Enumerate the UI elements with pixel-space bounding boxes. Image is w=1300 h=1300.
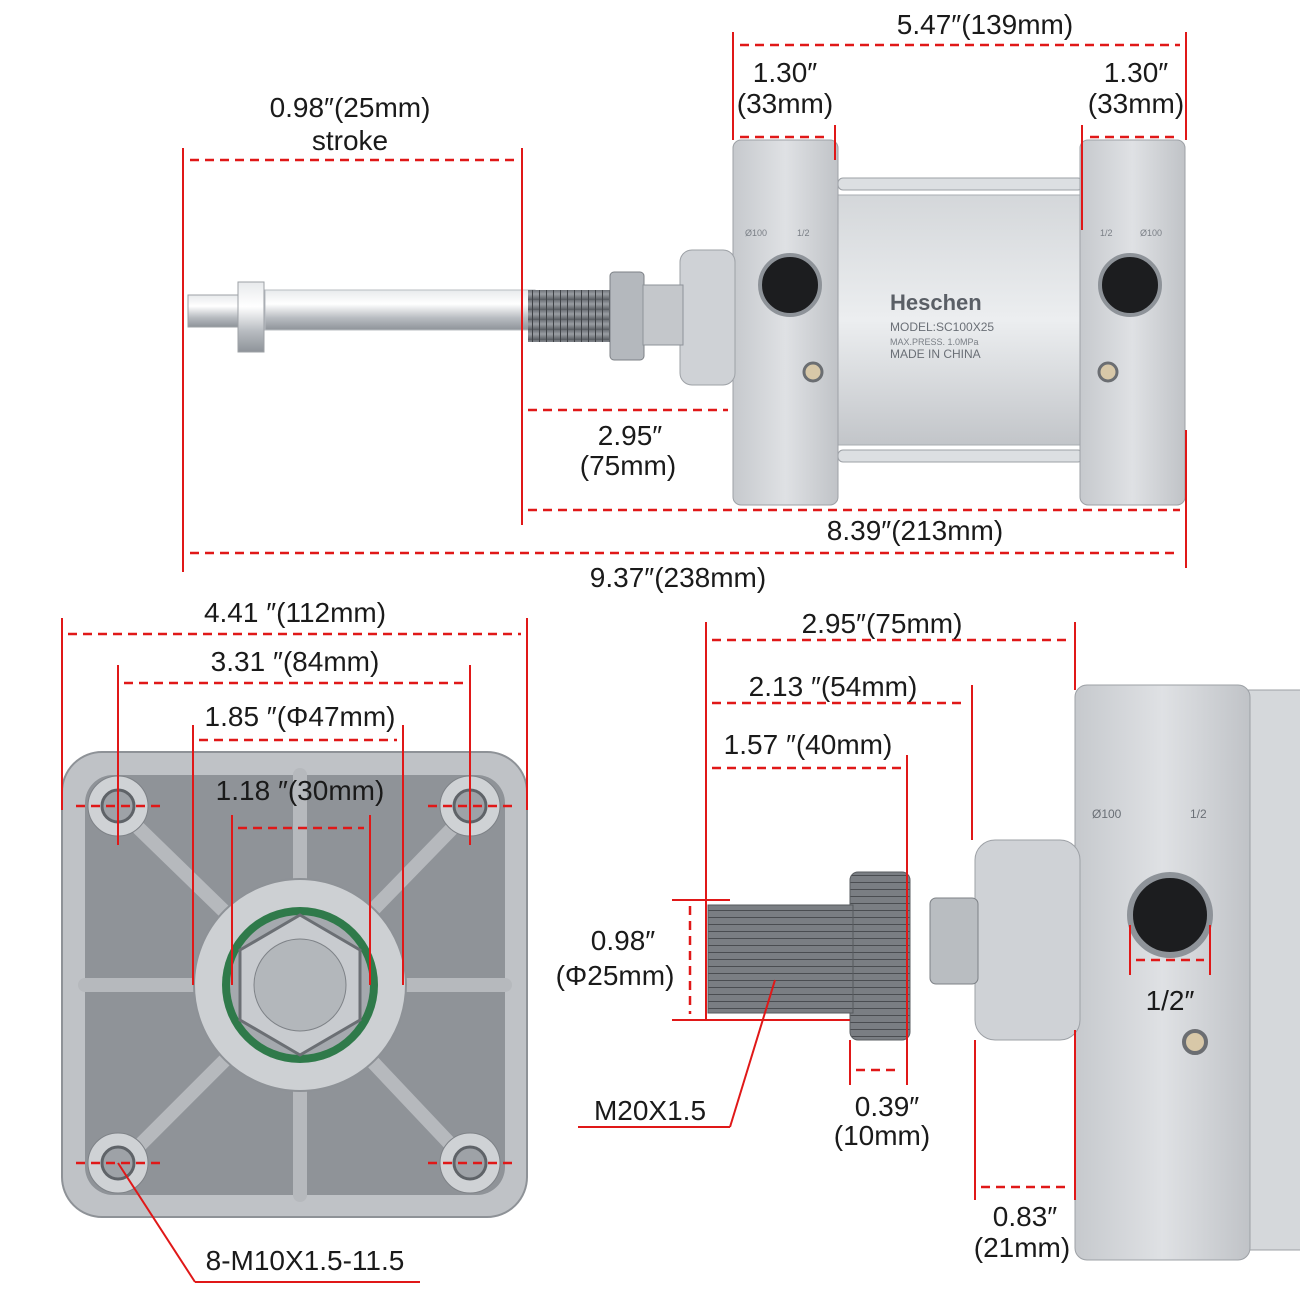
rod-ext-mm: (75mm) <box>580 450 676 481</box>
detail-total-len-label: 2.95″(75mm) <box>802 608 963 639</box>
rear-end-cap <box>1079 139 1186 506</box>
rod-nut-ghost <box>237 281 265 353</box>
rod-lock-nut <box>609 271 645 361</box>
bore-mark-front: Ø100 <box>745 228 767 238</box>
rod-end-face <box>253 938 347 1032</box>
detail-cushion-screw <box>1182 1029 1208 1055</box>
tie-rod-bottom <box>837 449 1084 463</box>
extended-length-label: 9.37″(238mm) <box>590 562 766 593</box>
max-press-label: MAX.PRESS. 1.0MPa <box>890 337 979 347</box>
rod-ext-in: 2.95″ <box>598 420 662 451</box>
cap-left-mm: (33mm) <box>737 88 833 119</box>
end-view: 4.41 ″(112mm) 3.31 ″(84mm) 1.85 ″(Φ47mm)… <box>61 597 528 1283</box>
bore-mark-rear: Ø100 <box>1140 228 1162 238</box>
detail-thread <box>707 904 854 1014</box>
side-dimension-lines <box>182 32 1187 572</box>
rod-hex <box>642 284 684 346</box>
detail-lock-nut <box>849 871 911 1041</box>
piston-rod <box>264 289 536 331</box>
end-dimension-lines <box>61 618 528 1283</box>
detail-thread-spec: M20X1.5 <box>594 1095 706 1126</box>
origin-label: MADE IN CHINA <box>890 347 981 361</box>
bolt-spacing-label: 3.31 ″(84mm) <box>211 646 380 677</box>
detail-end-cap <box>1074 684 1251 1261</box>
body-length-label: 5.47″(139mm) <box>897 9 1073 40</box>
detail-dimension-lines <box>578 622 1211 1200</box>
front-boss <box>679 249 736 386</box>
detail-boss <box>974 839 1081 1041</box>
front-end-cap <box>732 139 839 506</box>
model-label: MODEL:SC100X25 <box>890 320 994 334</box>
detail-port <box>1127 872 1213 958</box>
detail-nut-in: 0.39″ <box>855 1091 919 1122</box>
detail-port-label: 1/2″ <box>1146 985 1195 1016</box>
detail-thread-dia-mm: (Φ25mm) <box>556 960 675 991</box>
detail-len54-label: 2.13 ″(54mm) <box>749 671 918 702</box>
detail-boss-in: 0.83″ <box>993 1201 1057 1232</box>
end-width-label: 4.41 ″(112mm) <box>204 597 386 628</box>
stroke-value: 0.98″(25mm) <box>270 92 431 123</box>
cap-right-mm: (33mm) <box>1088 88 1184 119</box>
cushion-screw-rear <box>1097 361 1119 383</box>
rear-port <box>1098 253 1162 317</box>
cap-right-in: 1.30″ <box>1104 57 1168 88</box>
detail-port-mark: 1/2 <box>1190 807 1207 821</box>
rod-thread <box>528 290 613 342</box>
side-view: Ø100 1/2 1/2 Ø100 Heschen MODEL:SC100X25… <box>182 9 1187 593</box>
front-port <box>758 253 822 317</box>
cylinder-barrel <box>834 194 1086 446</box>
detail-hex <box>929 897 979 985</box>
port-mark-front: 1/2 <box>797 228 810 238</box>
detail-boss-mm: (21mm) <box>974 1232 1070 1263</box>
mount-thread-label: 8-M10X1.5-11.5 <box>206 1245 405 1276</box>
tie-rod-top <box>837 177 1084 191</box>
retracted-length-label: 8.39″(213mm) <box>827 515 1003 546</box>
brand-label: Heschen <box>890 290 982 315</box>
detail-thread-dia-in: 0.98″ <box>591 925 655 956</box>
cap-left-in: 1.30″ <box>753 57 817 88</box>
detail-bore-mark: Ø100 <box>1092 807 1122 821</box>
port-mark-rear: 1/2 <box>1100 228 1113 238</box>
rod-thread-tip <box>187 294 244 328</box>
detail-barrel <box>1244 689 1300 1251</box>
rod-dia-label: 1.18 ″(30mm) <box>216 775 385 806</box>
boss-dia-label: 1.85 ″(Φ47mm) <box>205 701 396 732</box>
detail-nut-mm: (10mm) <box>834 1120 930 1151</box>
cushion-screw-front <box>802 361 824 383</box>
stroke-label: stroke <box>312 125 388 156</box>
detail-thread-len-label: 1.57 ″(40mm) <box>724 729 893 760</box>
rod-end-detail: Ø100 1/2 2.95″(75mm) 2 <box>556 608 1300 1263</box>
